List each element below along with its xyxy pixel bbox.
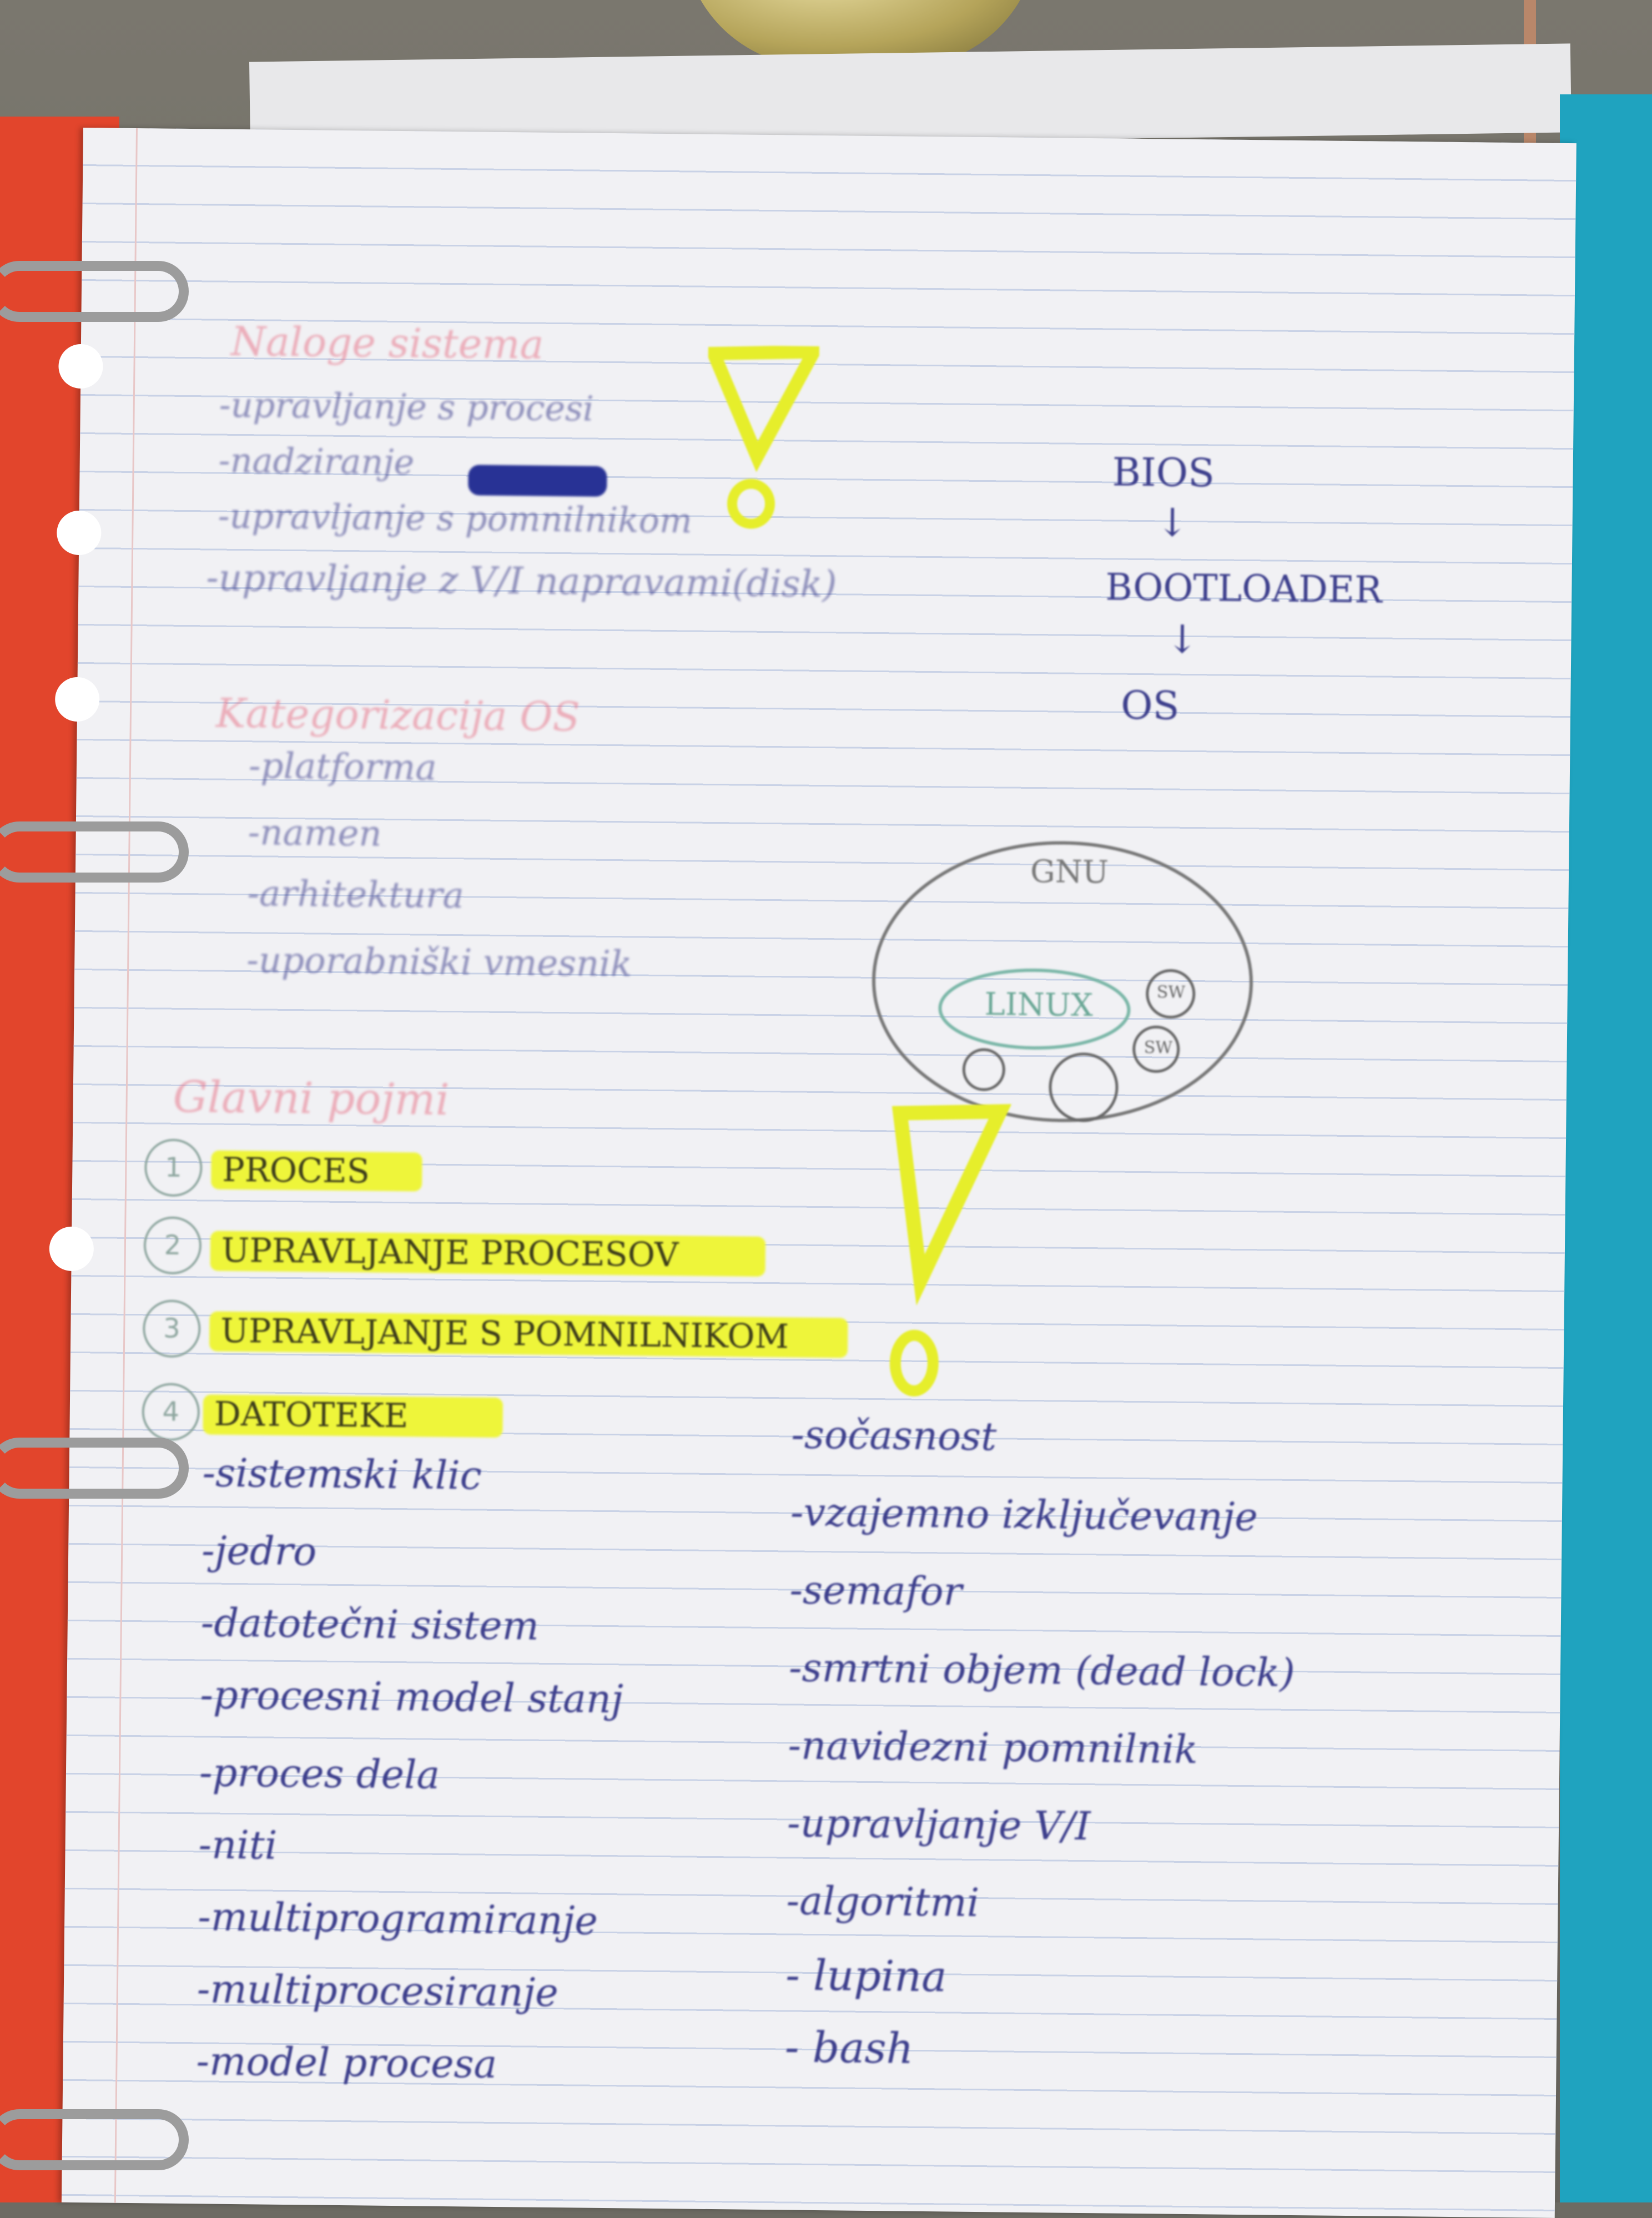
term-item: -navidezni pomnilnik	[788, 1722, 1198, 1773]
term-item: -semafor	[789, 1567, 963, 1615]
notebook-page: Naloge sistema -upravljanje s procesi -n…	[49, 128, 1577, 2218]
note-line: -nadziranje	[218, 440, 415, 483]
note-line: -uporabniški vmesnik	[246, 940, 632, 985]
note-line: -upravljanje z V/I napravami(disk)	[206, 556, 837, 606]
term-item: -procesni model stanj	[200, 1672, 624, 1722]
blue-divider	[1560, 94, 1652, 2202]
note-line: -platforma	[248, 745, 437, 789]
term-item: -model procesa	[196, 2038, 497, 2087]
warning-sign	[706, 345, 819, 529]
flow-arrow: ↓	[1156, 500, 1189, 546]
term-item: -datotečni sistem	[200, 1600, 540, 1649]
term-item: -upravljanje V/I	[787, 1800, 1091, 1849]
number-circle: 4	[142, 1383, 200, 1441]
diagram-sw-label: SW	[1144, 1038, 1173, 1058]
boot-os: OS	[1120, 682, 1180, 729]
boot-bootloader: BOOTLOADER	[1105, 566, 1383, 612]
term-item: - bash	[784, 2022, 914, 2073]
term-item: -smrtni objem (dead lock)	[788, 1645, 1296, 1696]
number-circle: 3	[142, 1299, 201, 1358]
heading-glavni-pojmi: Glavni pojmi	[173, 1072, 450, 1125]
binder-ring	[0, 261, 189, 322]
term-item: -niti	[198, 1822, 278, 1868]
gnu-linux-diagram	[872, 841, 1253, 1122]
term-item: -sistemski klic	[202, 1450, 482, 1499]
punch-hole	[58, 344, 103, 389]
term-item: -algoritmi	[786, 1878, 980, 1926]
term-item: -proces dela	[199, 1750, 440, 1798]
binder-ring	[0, 2109, 189, 2170]
number-circle: 2	[143, 1216, 202, 1275]
topic-item: UPRAVLJANJE PROCESOV	[221, 1231, 679, 1275]
margin-line	[114, 128, 138, 2203]
term-item: -sočasnost	[790, 1412, 997, 1460]
topic-item: PROCES	[221, 1150, 370, 1191]
punch-hole	[54, 677, 100, 722]
ink-scribble	[468, 465, 607, 497]
topic-item: DATOTEKE	[214, 1394, 409, 1436]
note-line: -arhitektura	[247, 873, 465, 917]
binder-ring	[0, 821, 189, 883]
term-item: -jedro	[201, 1528, 317, 1575]
boot-bios: BIOS	[1112, 449, 1215, 496]
warning-sign	[889, 1104, 1011, 1397]
term-item: -multiprogramiranje	[197, 1894, 598, 1944]
topic-item: UPRAVLJANJE S POMNILNIKOM	[220, 1311, 789, 1357]
note-line: -upravljanje s pomnilnikom	[218, 495, 693, 541]
term-item: -multiprocesiranje	[197, 1966, 559, 2016]
note-line: -namen	[248, 812, 382, 855]
term-item: - lupina	[785, 1950, 947, 2002]
diagram-linux-label: LINUX	[984, 986, 1094, 1024]
note-line: -upravljanje s procesi	[219, 384, 595, 429]
diagram-sw-label: SW	[1156, 982, 1186, 1002]
punch-hole	[56, 510, 102, 556]
number-circle: 1	[144, 1138, 203, 1197]
heading-kategorizacija: Kategorizacija OS	[215, 689, 581, 740]
term-item: -vzajemno izključevanje	[790, 1489, 1258, 1540]
binder-ring	[0, 1438, 189, 1499]
flow-arrow: ↓	[1166, 616, 1199, 663]
heading-naloge: Naloge sistema	[230, 317, 544, 368]
punch-hole	[49, 1226, 94, 1272]
diagram-gnu-label: GNU	[1030, 853, 1109, 891]
